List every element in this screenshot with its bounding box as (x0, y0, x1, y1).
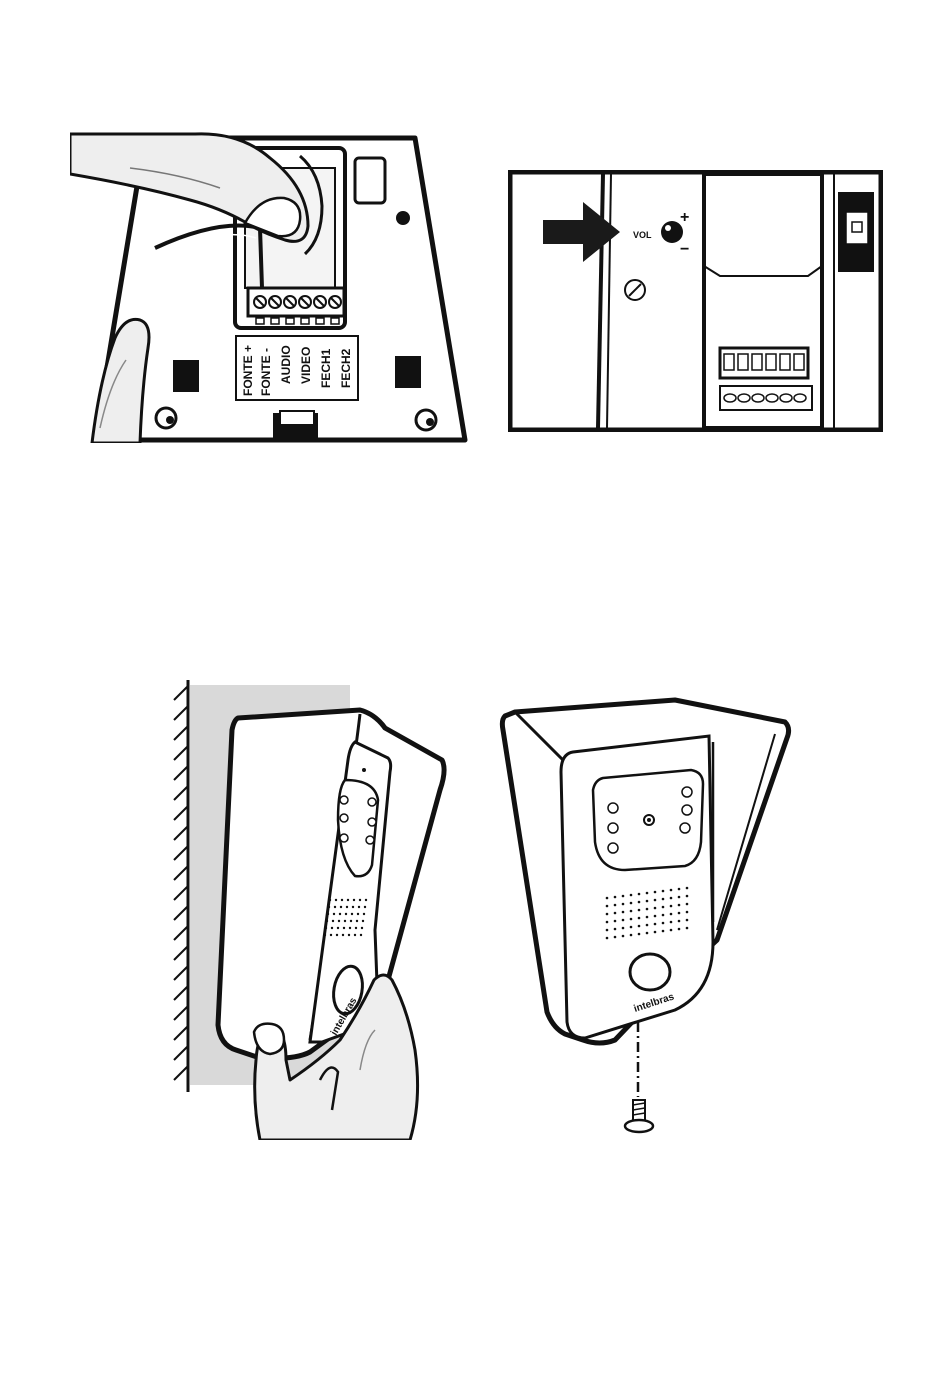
volume-minus: − (680, 241, 689, 258)
fixing-screw-icon (625, 1100, 653, 1132)
volume-adjust-illustration: VOL + − (508, 170, 883, 432)
terminal-wiring-illustration: FONTE + FONTE - AUDIO VIDEO FECH1 FECH2 (70, 128, 470, 443)
volume-plus: + (680, 209, 689, 226)
terminal-label-fech1: FECH1 (319, 348, 333, 388)
terminal-label-fonte-minus: FONTE - (259, 348, 273, 396)
cover-fitting-illustration: intelbras (160, 680, 455, 1140)
terminal-label-audio: AUDIO (279, 345, 293, 384)
wall-hatching (174, 686, 188, 1080)
terminal-label-fonte-plus: FONTE + (241, 345, 255, 396)
terminal-label-video: VIDEO (299, 347, 313, 384)
volume-label: VOL (633, 230, 652, 240)
call-button-front (630, 954, 670, 990)
terminal-label-fech2: FECH2 (339, 348, 353, 388)
cover-screw-illustration: intelbras (495, 692, 795, 1140)
